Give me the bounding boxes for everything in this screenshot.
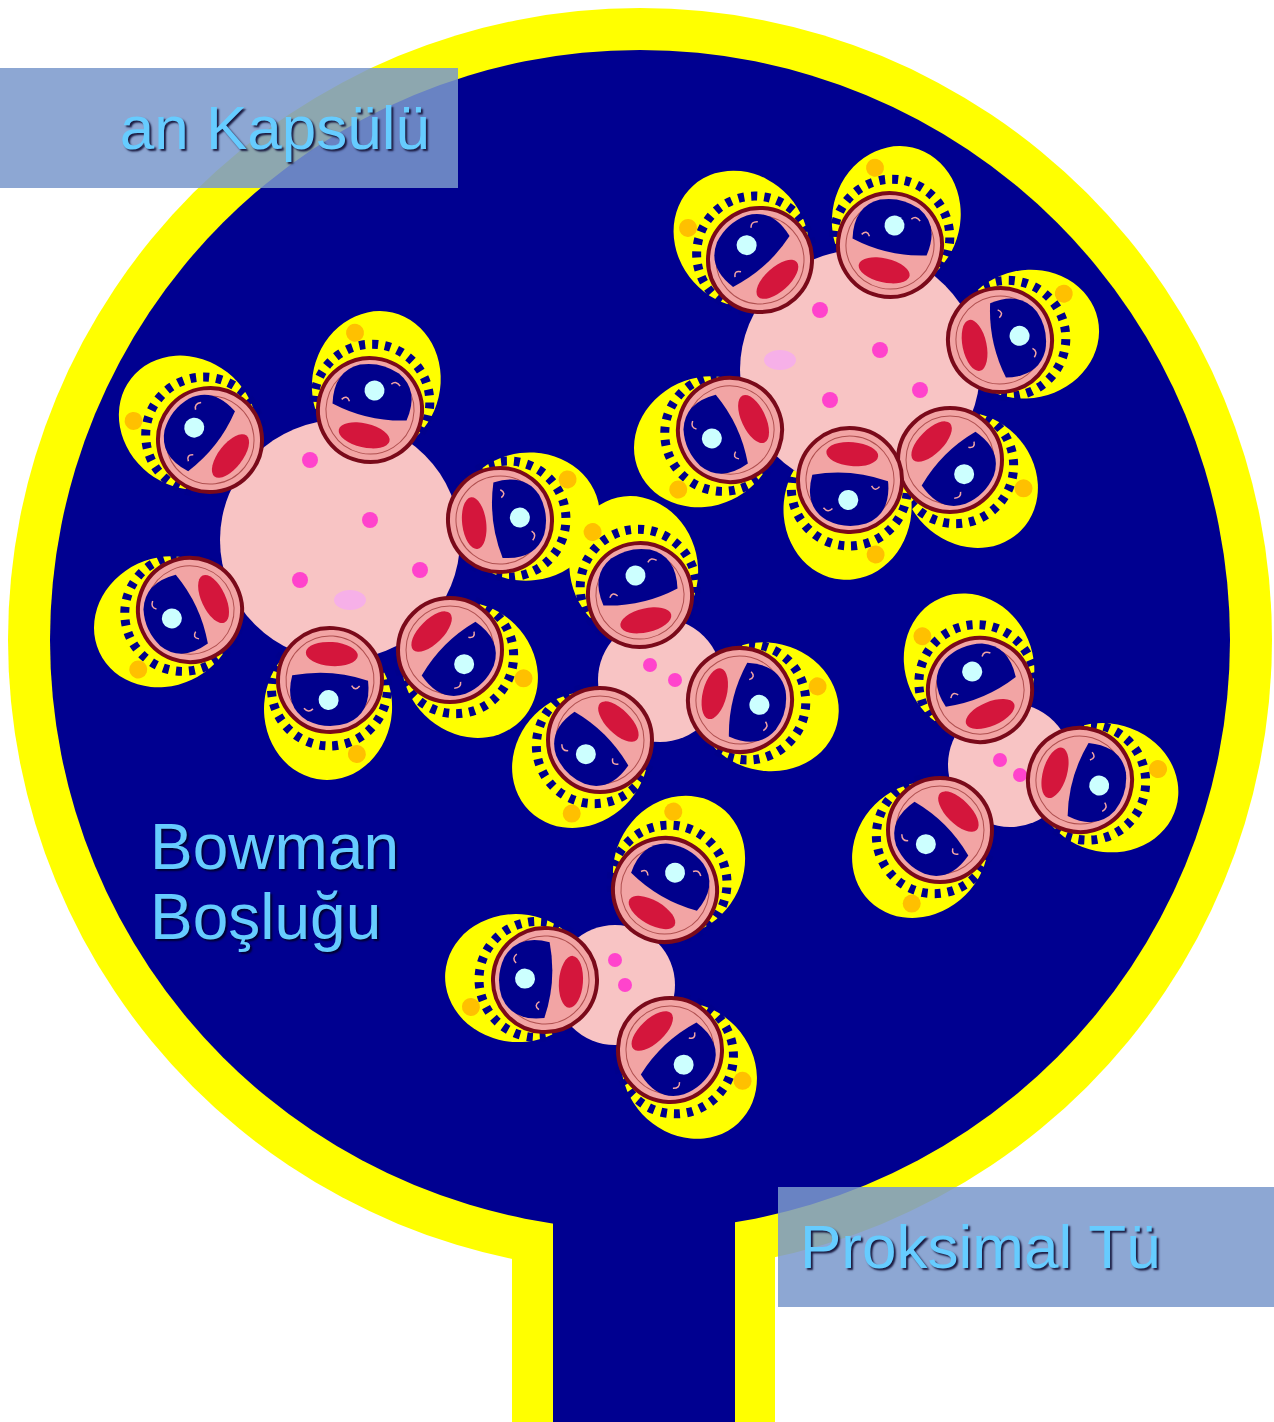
- callout-text: Proksimal Tü: [800, 1213, 1161, 1281]
- callout-box: an Kapsülü: [0, 68, 458, 188]
- callout-box: Proksimal Tü: [778, 1187, 1274, 1307]
- region-label: Bowman Boşluğu: [150, 812, 480, 953]
- callout-text: an Kapsülü: [120, 94, 430, 162]
